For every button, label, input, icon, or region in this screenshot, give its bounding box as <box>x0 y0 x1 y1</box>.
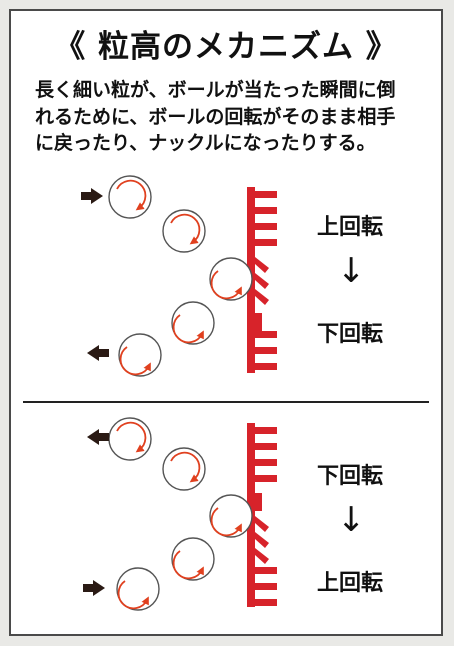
mechanism-diagram <box>81 175 277 611</box>
outgoing-spin-label: 上回転 <box>317 571 384 596</box>
rotation-arrow-icon <box>119 346 151 376</box>
rotation-arrow-icon <box>117 580 149 610</box>
bottom-panel <box>83 417 277 611</box>
arrow-left-icon <box>87 345 109 361</box>
arrow-left-icon <box>87 429 109 445</box>
description-line: に戻ったり、ナックルになったりする。 <box>35 132 376 154</box>
rotation-arrow-icon <box>172 314 204 344</box>
down-arrow-icon: ↓ <box>337 500 366 540</box>
top-panel <box>81 175 277 377</box>
rotation-arrow-icon <box>170 451 201 483</box>
panel-divider <box>23 401 429 403</box>
rotation-arrow-icon <box>170 213 201 245</box>
figure-title: 《 粒高のメカニズム 》 <box>54 29 398 65</box>
rotation-arrow-icon <box>210 507 242 537</box>
incoming-spin-label: 上回転 <box>317 215 384 240</box>
description: 長く細い粒が、ボールが当たった瞬間に倒 れるために、ボールの回転がそのまま相手 … <box>35 77 435 157</box>
outgoing-spin-label: 下回転 <box>317 322 384 347</box>
rotation-arrow-icon <box>172 550 204 580</box>
figure-frame: 《 粒高のメカニズム 》 長く細い粒が、ボールが当たった瞬間に倒 れるために、ボ… <box>9 9 443 636</box>
rotation-arrow-icon <box>116 421 147 453</box>
arrow-right-icon <box>81 188 103 204</box>
description-line: れるために、ボールの回転がそのまま相手 <box>35 105 396 128</box>
incoming-spin-label: 下回転 <box>317 464 384 489</box>
rotation-arrow-icon <box>210 270 242 300</box>
arrow-right-icon <box>83 580 105 596</box>
down-arrow-icon: ↓ <box>337 251 366 291</box>
description-line: 長く細い粒が、ボールが当たった瞬間に倒 <box>35 79 396 101</box>
rotation-arrow-icon <box>116 179 147 211</box>
